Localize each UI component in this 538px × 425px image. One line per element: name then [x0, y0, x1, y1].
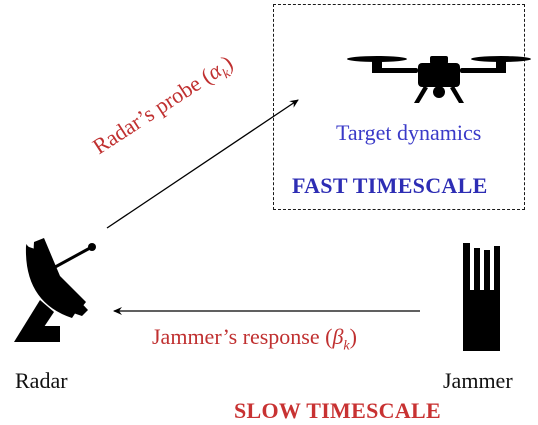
- radar-dish-icon: [14, 238, 96, 342]
- probe-arrow: [106, 99, 299, 229]
- drone-icon: [347, 56, 531, 103]
- jammer-label: Jammer: [443, 368, 513, 393]
- fast-timescale-label: FAST TIMESCALE: [292, 173, 488, 198]
- fast-timescale-region: [273, 4, 525, 210]
- target-dynamics-label: Target dynamics: [336, 120, 482, 145]
- jammer-icon: [463, 243, 500, 351]
- radar-label: Radar: [15, 368, 68, 393]
- jammer-response-label: Jammer’s response (βk): [152, 324, 357, 354]
- slow-timescale-label: SLOW TIMESCALE: [234, 398, 441, 423]
